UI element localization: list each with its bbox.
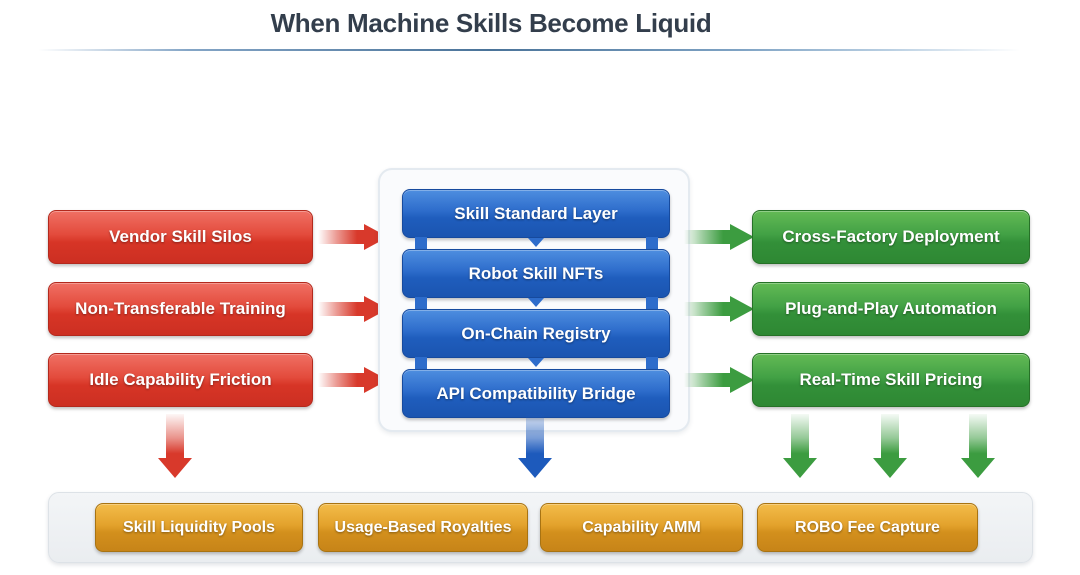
arrow-down-icon (873, 414, 907, 478)
diagram-title: When Machine Skills Become Liquid (270, 8, 712, 38)
monetization-node-robo-fee-capture: ROBO Fee Capture (757, 503, 978, 552)
monetization-node-capability-amm: Capability AMM (540, 503, 743, 552)
core-node-robot-skill-nfts: Robot Skill NFTs (402, 249, 670, 298)
stack-connector (415, 237, 427, 250)
problem-node-non-transferable-training: Non-Transferable Training (48, 282, 313, 336)
problem-node-idle-capability-friction: Idle Capability Friction (48, 353, 313, 407)
stack-connector (646, 297, 658, 310)
monetization-node-usage-based-royalties: Usage-Based Royalties (318, 503, 528, 552)
stack-connector (646, 357, 658, 370)
arrow-right-icon (684, 296, 754, 322)
outcome-node-plug-and-play-automation: Plug-and-Play Automation (752, 282, 1030, 336)
core-node-api-compatibility-bridge: API Compatibility Bridge (402, 369, 670, 418)
title-underline (38, 49, 1040, 51)
arrow-down-icon (518, 414, 552, 478)
arrow-down-icon (528, 298, 544, 307)
outcome-node-real-time-skill-pricing: Real-Time Skill Pricing (752, 353, 1030, 407)
arrow-right-icon (684, 224, 754, 250)
stack-connector (646, 237, 658, 250)
monetization-node-skill-liquidity-pools: Skill Liquidity Pools (95, 503, 303, 552)
outcome-node-cross-factory-deployment: Cross-Factory Deployment (752, 210, 1030, 264)
arrow-down-icon (528, 238, 544, 247)
core-node-on-chain-registry: On-Chain Registry (402, 309, 670, 358)
problem-node-vendor-skill-silos: Vendor Skill Silos (48, 210, 313, 264)
arrow-down-icon (528, 358, 544, 367)
stack-connector (415, 357, 427, 370)
arrow-down-icon (783, 414, 817, 478)
arrow-down-icon (961, 414, 995, 478)
arrow-down-icon (158, 414, 192, 478)
stack-connector (415, 297, 427, 310)
core-stack-panel: Skill Standard Layer Robot Skill NFTs On… (378, 168, 690, 432)
core-node-skill-standard-layer: Skill Standard Layer (402, 189, 670, 238)
arrow-right-icon (684, 367, 754, 393)
